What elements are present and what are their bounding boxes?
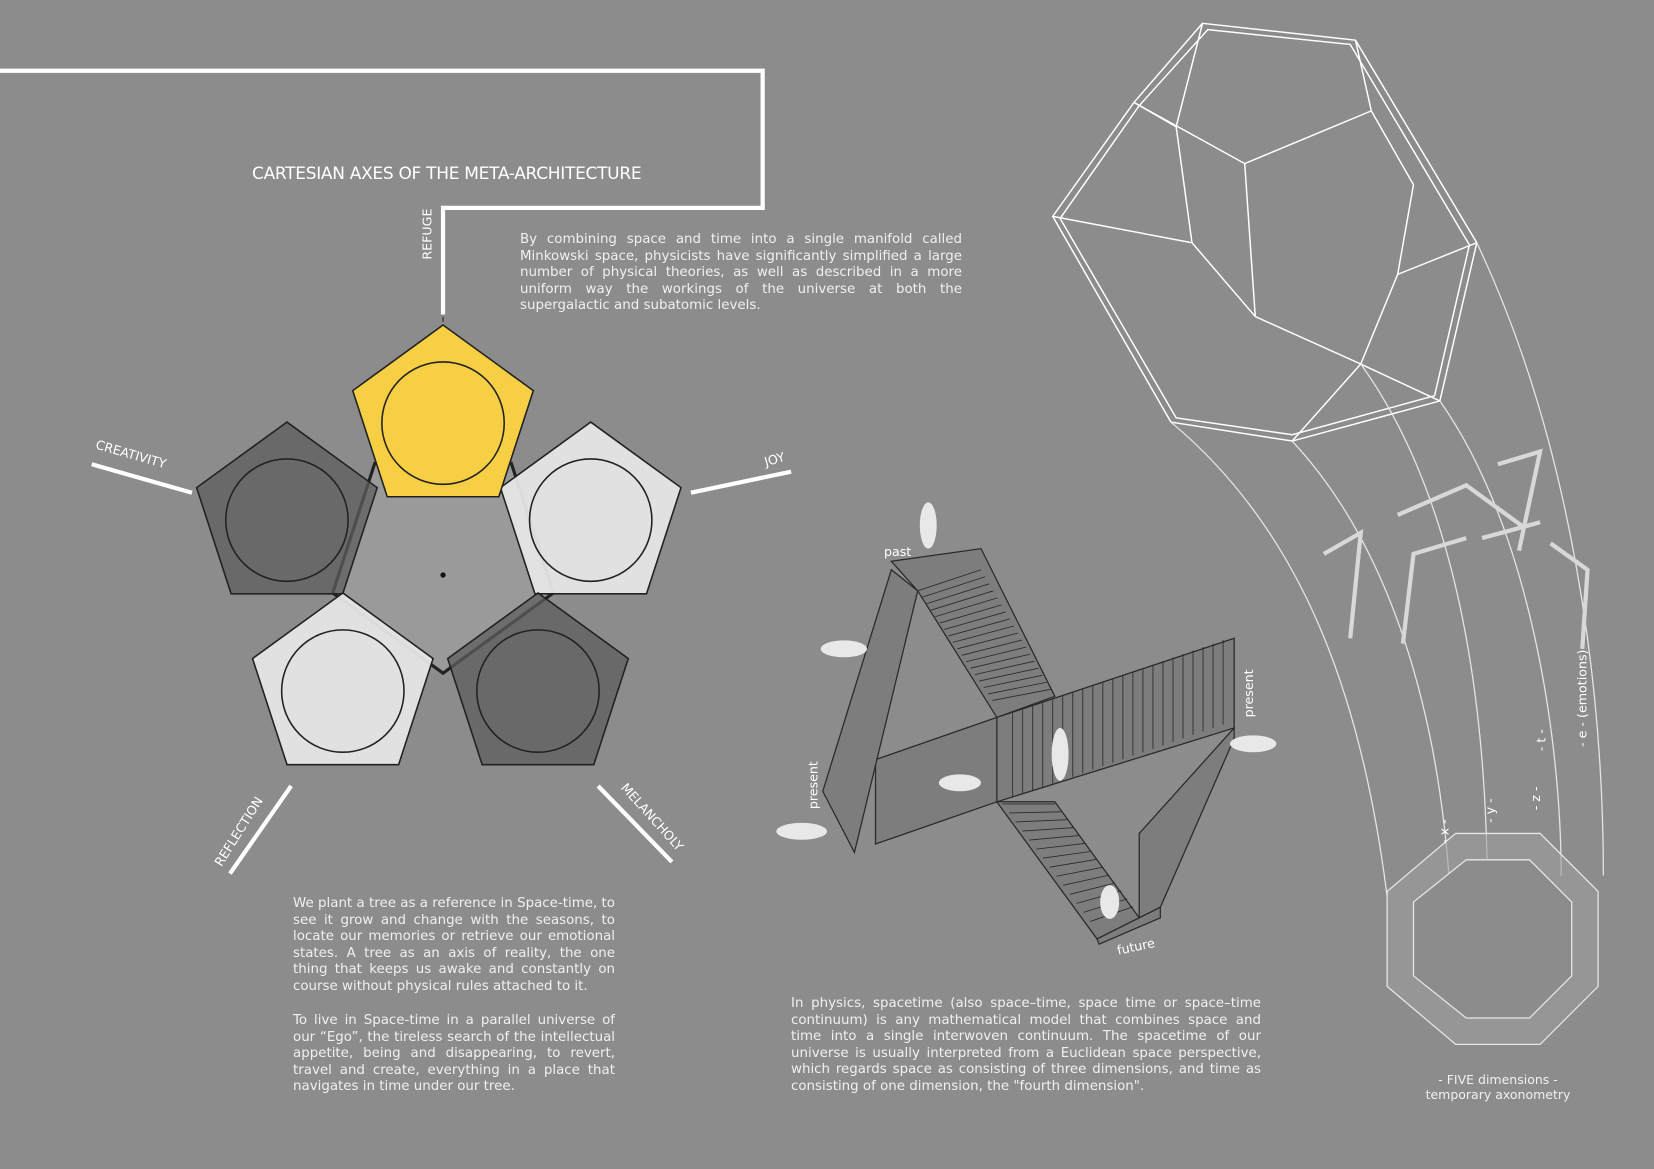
stair-step: [1022, 827, 1073, 832]
stair-step: [926, 583, 990, 605]
five-dimensions-caption: - FIVE dimensions - temporary axonometry: [1400, 1072, 1596, 1102]
past-label: past: [884, 544, 911, 559]
future-label: future: [1116, 935, 1157, 958]
stair-step: [992, 688, 1051, 701]
rotation-circle: [381, 361, 506, 486]
stair-step: [930, 590, 994, 611]
frame-line: [0, 68, 765, 315]
dimension-t-label: - t -: [1533, 729, 1548, 751]
stair-step: [974, 660, 1035, 676]
dimension-z-label: - z -: [1528, 786, 1543, 810]
dimension-y-label: - y -: [1483, 798, 1498, 823]
stair-step: [1056, 866, 1104, 877]
rotation-circle: [224, 458, 349, 583]
stair-step: [983, 674, 1043, 688]
joy-label: JOY: [762, 449, 787, 469]
impossible-staircase: [822, 547, 1235, 946]
present-right-label: present: [1241, 669, 1256, 717]
page-title: CARTESIAN AXES OF THE META-ARCHITECTURE: [252, 164, 642, 184]
stair-step: [957, 632, 1019, 650]
stair-step: [1069, 882, 1116, 895]
caption-line-1: - FIVE dimensions -: [1438, 1072, 1558, 1087]
stair-step: [921, 576, 986, 598]
caption-line-2: temporary axonometry: [1425, 1087, 1571, 1102]
reflection-axis-line: [228, 784, 293, 875]
stair-step: [1049, 858, 1098, 868]
stair-steps: [917, 569, 1224, 922]
stair-step: [1042, 850, 1092, 859]
octagonal-ring: [1386, 832, 1599, 1046]
melancholy-axis-line: [596, 784, 674, 864]
stair-step: [1029, 835, 1079, 841]
reflection-pentagon: [251, 591, 435, 766]
emotion-pentagons: [195, 324, 682, 766]
floating-bars: [1322, 448, 1590, 649]
spacetime-paragraph: In physics, spacetime (also space–time, …: [791, 996, 1261, 1094]
melancholy-pentagon: [446, 591, 630, 766]
stair-step: [948, 618, 1010, 637]
rotation-circle: [528, 458, 653, 583]
stair-step: [970, 653, 1031, 669]
refuge-pentagon: [351, 324, 535, 498]
joy-pentagon: [499, 421, 682, 595]
stair-step: [939, 604, 1002, 624]
rotation-circle: [475, 629, 600, 754]
refuge-label: REFUGE: [419, 209, 434, 260]
dodecahedron-wireframe: [1051, 22, 1478, 442]
rotation-circle: [280, 629, 405, 754]
stair-step: [935, 597, 998, 618]
tree-paragraph-2: To live in Space-time in a parallel univ…: [293, 1013, 615, 1095]
dimension-e-label: - e - (emotions): [1574, 649, 1589, 746]
creativity-axis-line: [91, 462, 193, 495]
joy-axis-line: [690, 469, 792, 495]
tree-paragraph-1: We plant a tree as a reference in Space-…: [293, 896, 615, 994]
creativity-pentagon: [195, 421, 379, 595]
human-figures: [776, 502, 1277, 919]
dimension-x-label: - x -: [1436, 819, 1451, 844]
stair-step: [979, 667, 1039, 682]
stair-step: [987, 681, 1047, 695]
stair-step: [1035, 843, 1086, 850]
stair-step: [1008, 811, 1061, 814]
center-point: [440, 572, 446, 578]
stair-step: [1015, 819, 1067, 823]
stair-step: [965, 646, 1027, 663]
stair-step: [952, 625, 1014, 643]
minkowski-paragraph: By combining space and time into a singl…: [520, 232, 962, 314]
stair-step: [917, 569, 982, 592]
stair-step: [943, 611, 1006, 630]
stair-step: [961, 639, 1023, 656]
stair-step: [1063, 874, 1110, 886]
present-left-label: present: [806, 761, 821, 809]
